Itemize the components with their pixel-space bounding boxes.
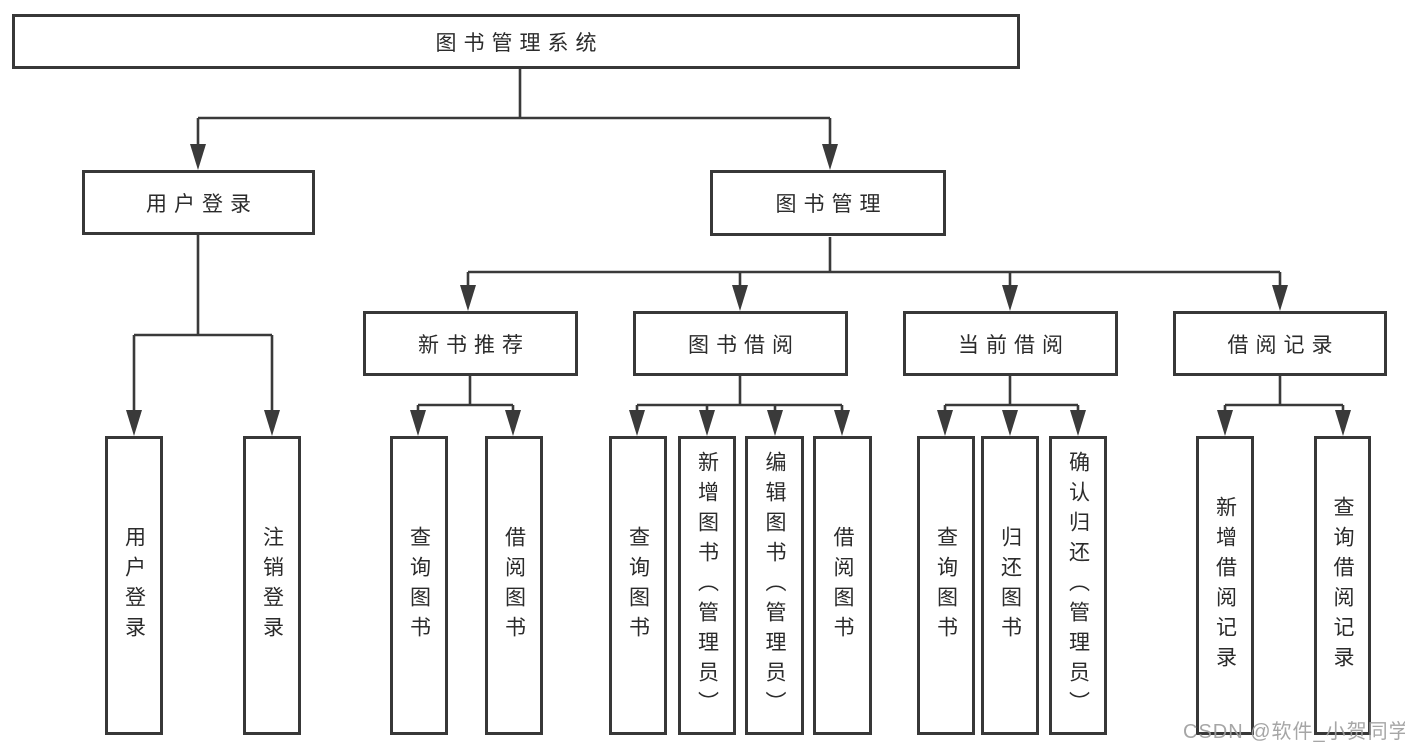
node-label: 图书管理 — [775, 193, 888, 216]
leaf-add-books-admin: 新增图书（管理员） — [678, 436, 736, 735]
node-new-book-recommend: 新书推荐 — [363, 311, 578, 376]
leaf-label: 借阅图书 — [502, 525, 526, 646]
node-label: 借阅记录 — [1227, 333, 1340, 357]
leaf-label: 借阅图书 — [831, 525, 854, 646]
leaf-query-borrow-record: 查询借阅记录 — [1314, 436, 1371, 735]
leaf-label: 新增图书（管理员） — [695, 450, 719, 721]
leaf-borrow-books-recommend: 借阅图书 — [485, 436, 543, 735]
leaf-query-books-recommend: 查询图书 — [390, 436, 448, 735]
node-label: 新书推荐 — [418, 333, 530, 357]
node-label: 用户登录 — [146, 192, 258, 216]
node-borrowing-records: 借阅记录 — [1173, 311, 1387, 376]
leaf-edit-books-admin: 编辑图书（管理员） — [745, 436, 804, 735]
leaf-add-borrow-record: 新增借阅记录 — [1196, 436, 1254, 735]
leaf-confirm-return-admin: 确认归还（管理员） — [1049, 436, 1107, 735]
node-book-borrowing: 图书借阅 — [633, 311, 848, 376]
node-label: 当前借阅 — [958, 333, 1070, 357]
leaf-label: 查询图书 — [934, 525, 958, 646]
leaf-user-login: 用户登录 — [105, 436, 163, 735]
csdn-watermark: CSDN @软件_小贺同学 — [1183, 721, 1405, 743]
leaf-label: 查询图书 — [626, 525, 650, 646]
leaf-label: 注销登录 — [260, 525, 284, 646]
leaf-label: 查询借阅记录 — [1331, 495, 1354, 676]
node-current-borrowing: 当前借阅 — [903, 311, 1118, 376]
node-label: 图书管理系统 — [435, 31, 604, 55]
leaf-label: 确认归还（管理员） — [1066, 450, 1090, 721]
leaf-logout: 注销登录 — [243, 436, 301, 735]
node-user-login: 用户登录 — [82, 170, 315, 235]
arrowheads — [126, 144, 1351, 436]
leaf-label: 新增借阅记录 — [1213, 495, 1237, 676]
leaf-borrow-books: 借阅图书 — [813, 436, 872, 735]
leaf-query-books-borrow: 查询图书 — [609, 436, 667, 735]
node-library-system: 图书管理系统 — [12, 14, 1020, 69]
leaf-label: 编辑图书（管理员） — [763, 450, 786, 721]
node-label: 图书借阅 — [688, 333, 800, 357]
leaf-query-books-current: 查询图书 — [917, 436, 975, 735]
leaf-label: 归还图书 — [998, 525, 1022, 646]
leaf-return-books: 归还图书 — [981, 436, 1039, 735]
node-book-management: 图书管理 — [710, 170, 946, 236]
leaf-label: 查询图书 — [407, 525, 431, 646]
leaf-label: 用户登录 — [122, 525, 146, 646]
